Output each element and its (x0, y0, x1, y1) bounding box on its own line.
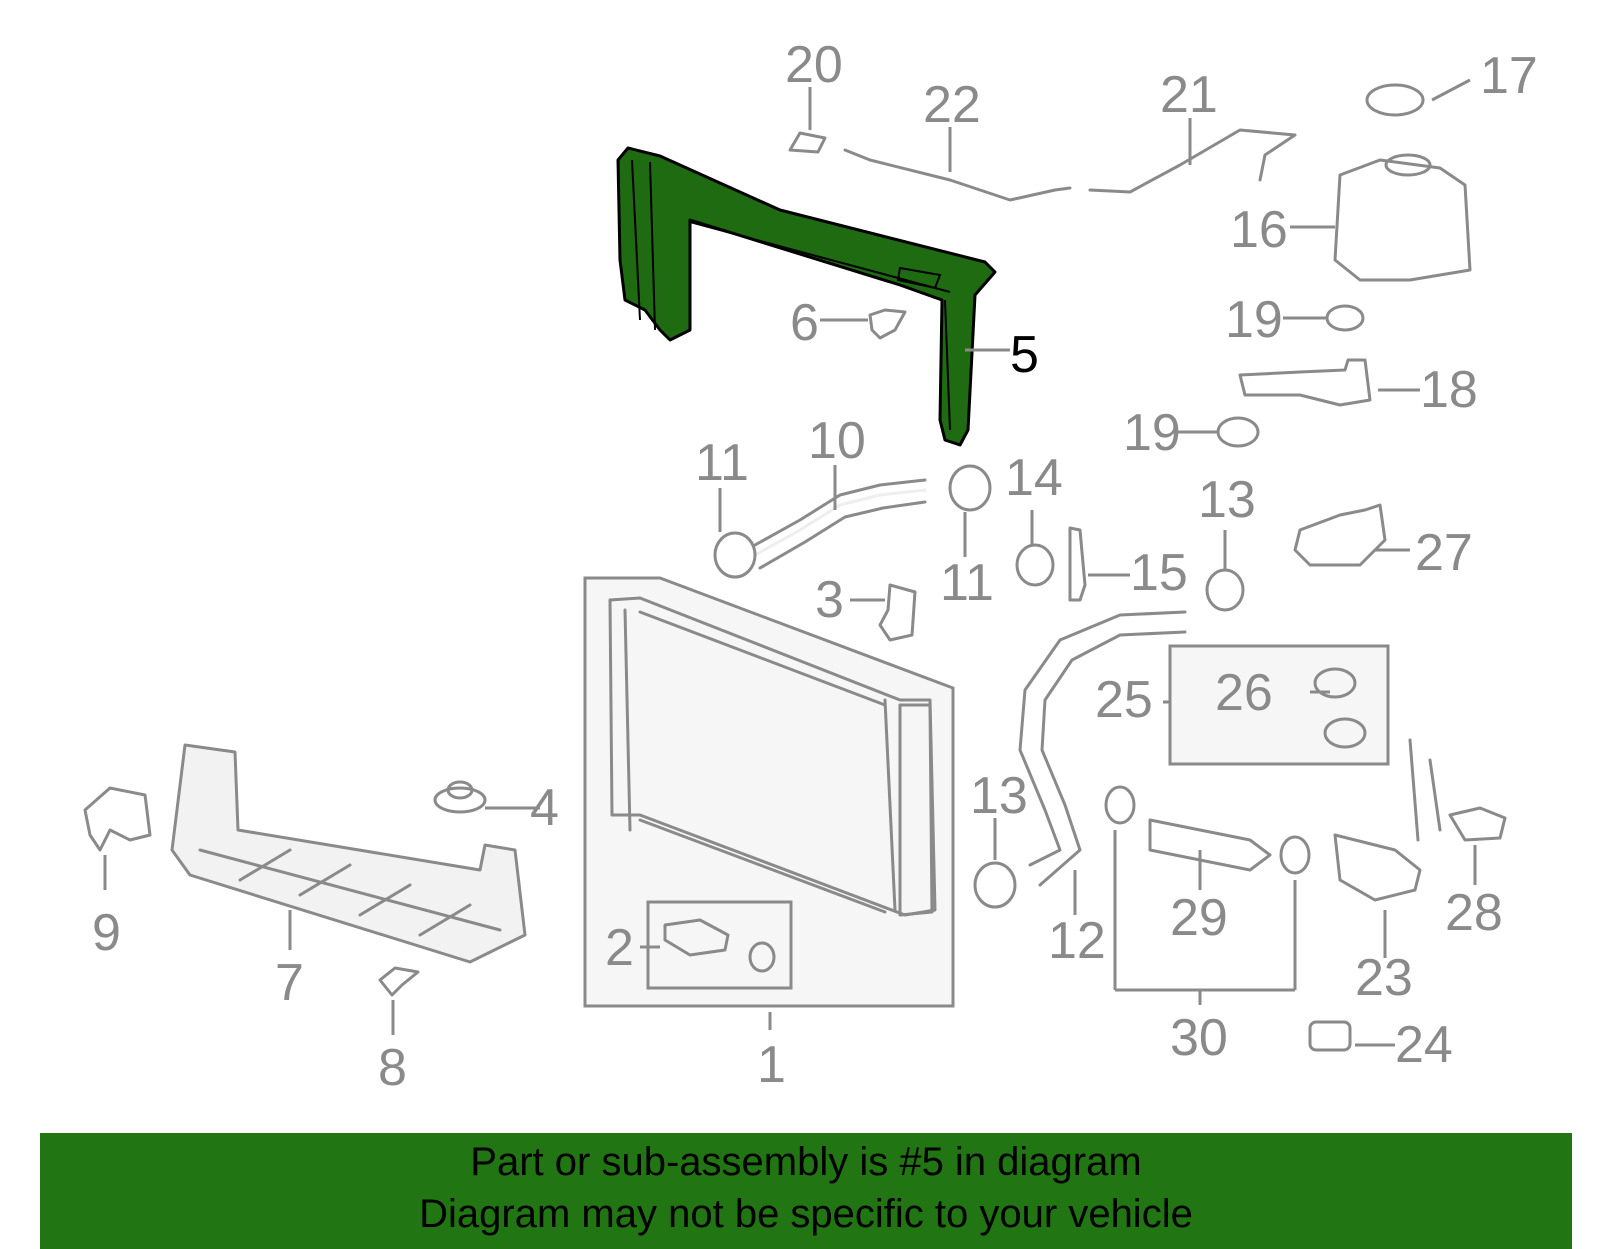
callout-8: 8 (378, 1039, 407, 1097)
part-22-pipe (843, 148, 1072, 202)
callout-6: 6 (790, 294, 819, 352)
callout-23: 23 (1355, 949, 1413, 1007)
callout-11-left: 11 (695, 434, 749, 492)
callout-19-lower: 19 (1123, 404, 1181, 462)
callout-2: 2 (605, 919, 634, 977)
leader-lines (103, 78, 1477, 1047)
callout-12: 12 (1048, 912, 1106, 970)
callout-10: 10 (808, 412, 866, 470)
part-18-pipe (1238, 358, 1372, 407)
part-17-cap (1365, 83, 1425, 117)
banner-line-2: Diagram may not be specific to your vehi… (419, 1192, 1193, 1236)
part-25-group-box (1168, 644, 1390, 766)
part-4-grommet (433, 780, 487, 814)
callout-24: 24 (1395, 1016, 1453, 1074)
callout-26: 26 (1215, 664, 1273, 722)
part-27-housing (1293, 503, 1387, 567)
callout-30: 30 (1170, 1009, 1228, 1067)
callout-15: 15 (1130, 544, 1188, 602)
callout-1: 1 (757, 1036, 786, 1094)
callout-13-lower: 13 (970, 767, 1028, 825)
part-10-hose (753, 488, 927, 557)
part-6-clip (868, 308, 907, 340)
part-21-pipe (1088, 128, 1297, 194)
callout-25: 25 (1095, 671, 1153, 729)
part-12-hose (1018, 610, 1187, 867)
part-24-seal (1308, 1020, 1352, 1052)
callout-16: 16 (1230, 201, 1288, 259)
part-7-air-deflector (170, 743, 527, 964)
part-29-pipe (1148, 818, 1272, 872)
part-16-coolant-reservoir (1333, 153, 1472, 282)
part-26-seal-b (1323, 717, 1367, 749)
part-9-bracket (83, 786, 152, 852)
part-28-sensor (1448, 806, 1507, 842)
callout-20: 20 (785, 36, 843, 94)
callout-22: 22 (923, 76, 981, 134)
callout-11-right: 11 (940, 554, 994, 612)
callout-28: 28 (1445, 884, 1503, 942)
callout-29: 29 (1170, 889, 1228, 947)
callout-7: 7 (275, 954, 304, 1012)
part-15-bracket (1068, 526, 1087, 602)
banner-line-1: Part or sub-assembly is #5 in diagram (470, 1140, 1142, 1184)
callout-18: 18 (1420, 361, 1478, 419)
callout-19-upper: 19 (1225, 291, 1283, 349)
part-8-clip (378, 966, 420, 997)
part-20-connector (788, 131, 827, 154)
part-23-thermostat-housing (1333, 738, 1442, 902)
part-12-hose-outline (1038, 630, 1187, 887)
callout-17: 17 (1480, 47, 1538, 105)
part-10-hose-outline (753, 478, 927, 570)
info-banner: Part or sub-assembly is #5 in diagram Di… (40, 1133, 1572, 1249)
part-5-air-baffle-highlighted[interactable] (616, 146, 997, 447)
callout-21: 21 (1160, 66, 1218, 124)
part-3-bracket (878, 583, 917, 642)
callout-5: 5 (1010, 326, 1039, 384)
part-26-seal-a (1313, 667, 1357, 699)
clamps (713, 304, 1365, 909)
callout-3: 3 (815, 571, 844, 629)
radiator-assembly-box (583, 576, 955, 1008)
callout-9: 9 (92, 904, 121, 962)
callout-4: 4 (530, 779, 559, 837)
callout-27: 27 (1415, 524, 1473, 582)
callout-14: 14 (1005, 449, 1063, 507)
callout-13-upper: 13 (1198, 471, 1256, 529)
